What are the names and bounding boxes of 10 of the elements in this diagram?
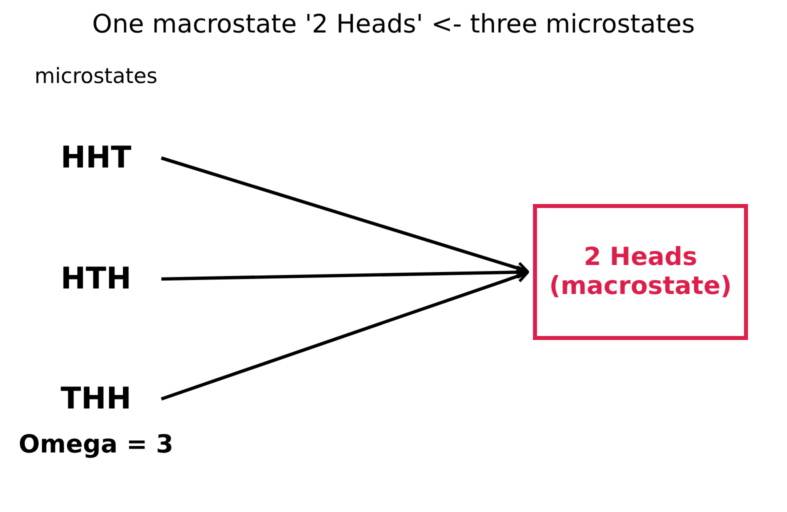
macrostate-box [533,204,748,340]
box-label: 2 Heads (macrostate) [548,243,733,301]
arrow [160,156,528,275]
arrow [160,270,528,401]
column-heading: microstates [34,64,158,88]
microstate-label: THH [60,382,132,416]
count-label: Omega = 3 [18,430,174,460]
title: One macrostate '2 Heads' <- three microstates [92,10,695,40]
microstate-label: HTH [60,262,132,296]
microstate-label: HHT [60,142,132,174]
